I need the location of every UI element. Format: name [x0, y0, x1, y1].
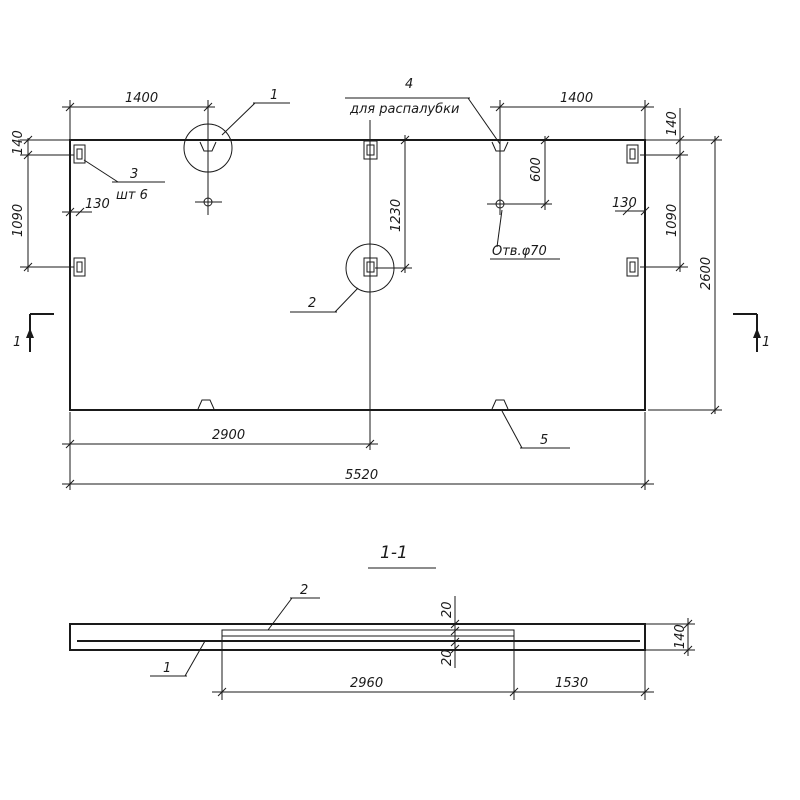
dim-left-140: 140 — [11, 130, 26, 155]
dim-right-130: 130 — [612, 196, 637, 211]
notch-bottom-left — [197, 399, 215, 410]
section-callout-1: 1 — [163, 661, 171, 676]
section-dim-top-20: 20 — [440, 601, 455, 618]
section-plate — [221, 629, 515, 637]
callout-3-note: шт 6 — [116, 188, 148, 203]
notch-top-left — [199, 141, 217, 152]
slab-outline — [69, 139, 646, 411]
notch-top-right — [491, 141, 509, 152]
section-view: 1-1 2 1 20 20 140 — [69, 543, 695, 700]
callout-3: 3 — [130, 167, 138, 182]
section-callout-2: 2 — [300, 583, 308, 598]
section-dim-140: 140 — [673, 624, 688, 649]
mounting-loop-bl — [73, 257, 86, 277]
mounting-loop-tl — [73, 144, 86, 164]
section-dim-2960: 2960 — [350, 676, 383, 691]
dim-mid-1230: 1230 — [389, 199, 404, 232]
callout-4: 4 — [405, 77, 413, 92]
dim-left-1090: 1090 — [11, 204, 26, 237]
hole-note: Отв.φ70 — [492, 244, 547, 259]
dim-top-right: 1400 — [560, 91, 593, 106]
hole-right — [495, 199, 505, 209]
dim-overall-5520: 5520 — [345, 468, 378, 483]
callout-5: 5 — [540, 433, 548, 448]
callout-circle-1 — [183, 123, 233, 173]
section-dim-1530: 1530 — [555, 676, 588, 691]
callout-4-note: для распалубки — [349, 102, 459, 117]
notch-bottom-right — [491, 399, 509, 410]
dim-right-600: 600 — [529, 157, 544, 182]
mounting-loop-top-mid — [363, 140, 378, 160]
mounting-loop-br — [626, 257, 639, 277]
section-dim-bottom-20: 20 — [440, 649, 455, 666]
section-mark-right: 1 — [733, 313, 770, 352]
dim-right-1090: 1090 — [665, 204, 680, 237]
plan-view: 1400 1400 140 1090 130 3 шт 6 1 4 — [11, 77, 770, 490]
dim-top-left: 1400 — [125, 91, 158, 106]
mounting-loop-tr — [626, 144, 639, 164]
dim-left-130: 130 — [85, 197, 110, 212]
svg-text:1: 1 — [13, 335, 21, 350]
callout-1: 1 — [270, 88, 278, 103]
callout-2: 2 — [308, 296, 316, 311]
section-mark-left: 1 — [13, 313, 54, 352]
dim-right-140: 140 — [665, 111, 680, 136]
section-slab — [69, 623, 646, 651]
hole-left — [203, 197, 213, 207]
section-title: 1-1 — [380, 543, 408, 563]
dim-right-2600: 2600 — [699, 257, 714, 290]
svg-text:1: 1 — [762, 335, 770, 350]
dim-bottom-2900: 2900 — [212, 428, 245, 443]
mounting-loop-center — [363, 257, 378, 277]
